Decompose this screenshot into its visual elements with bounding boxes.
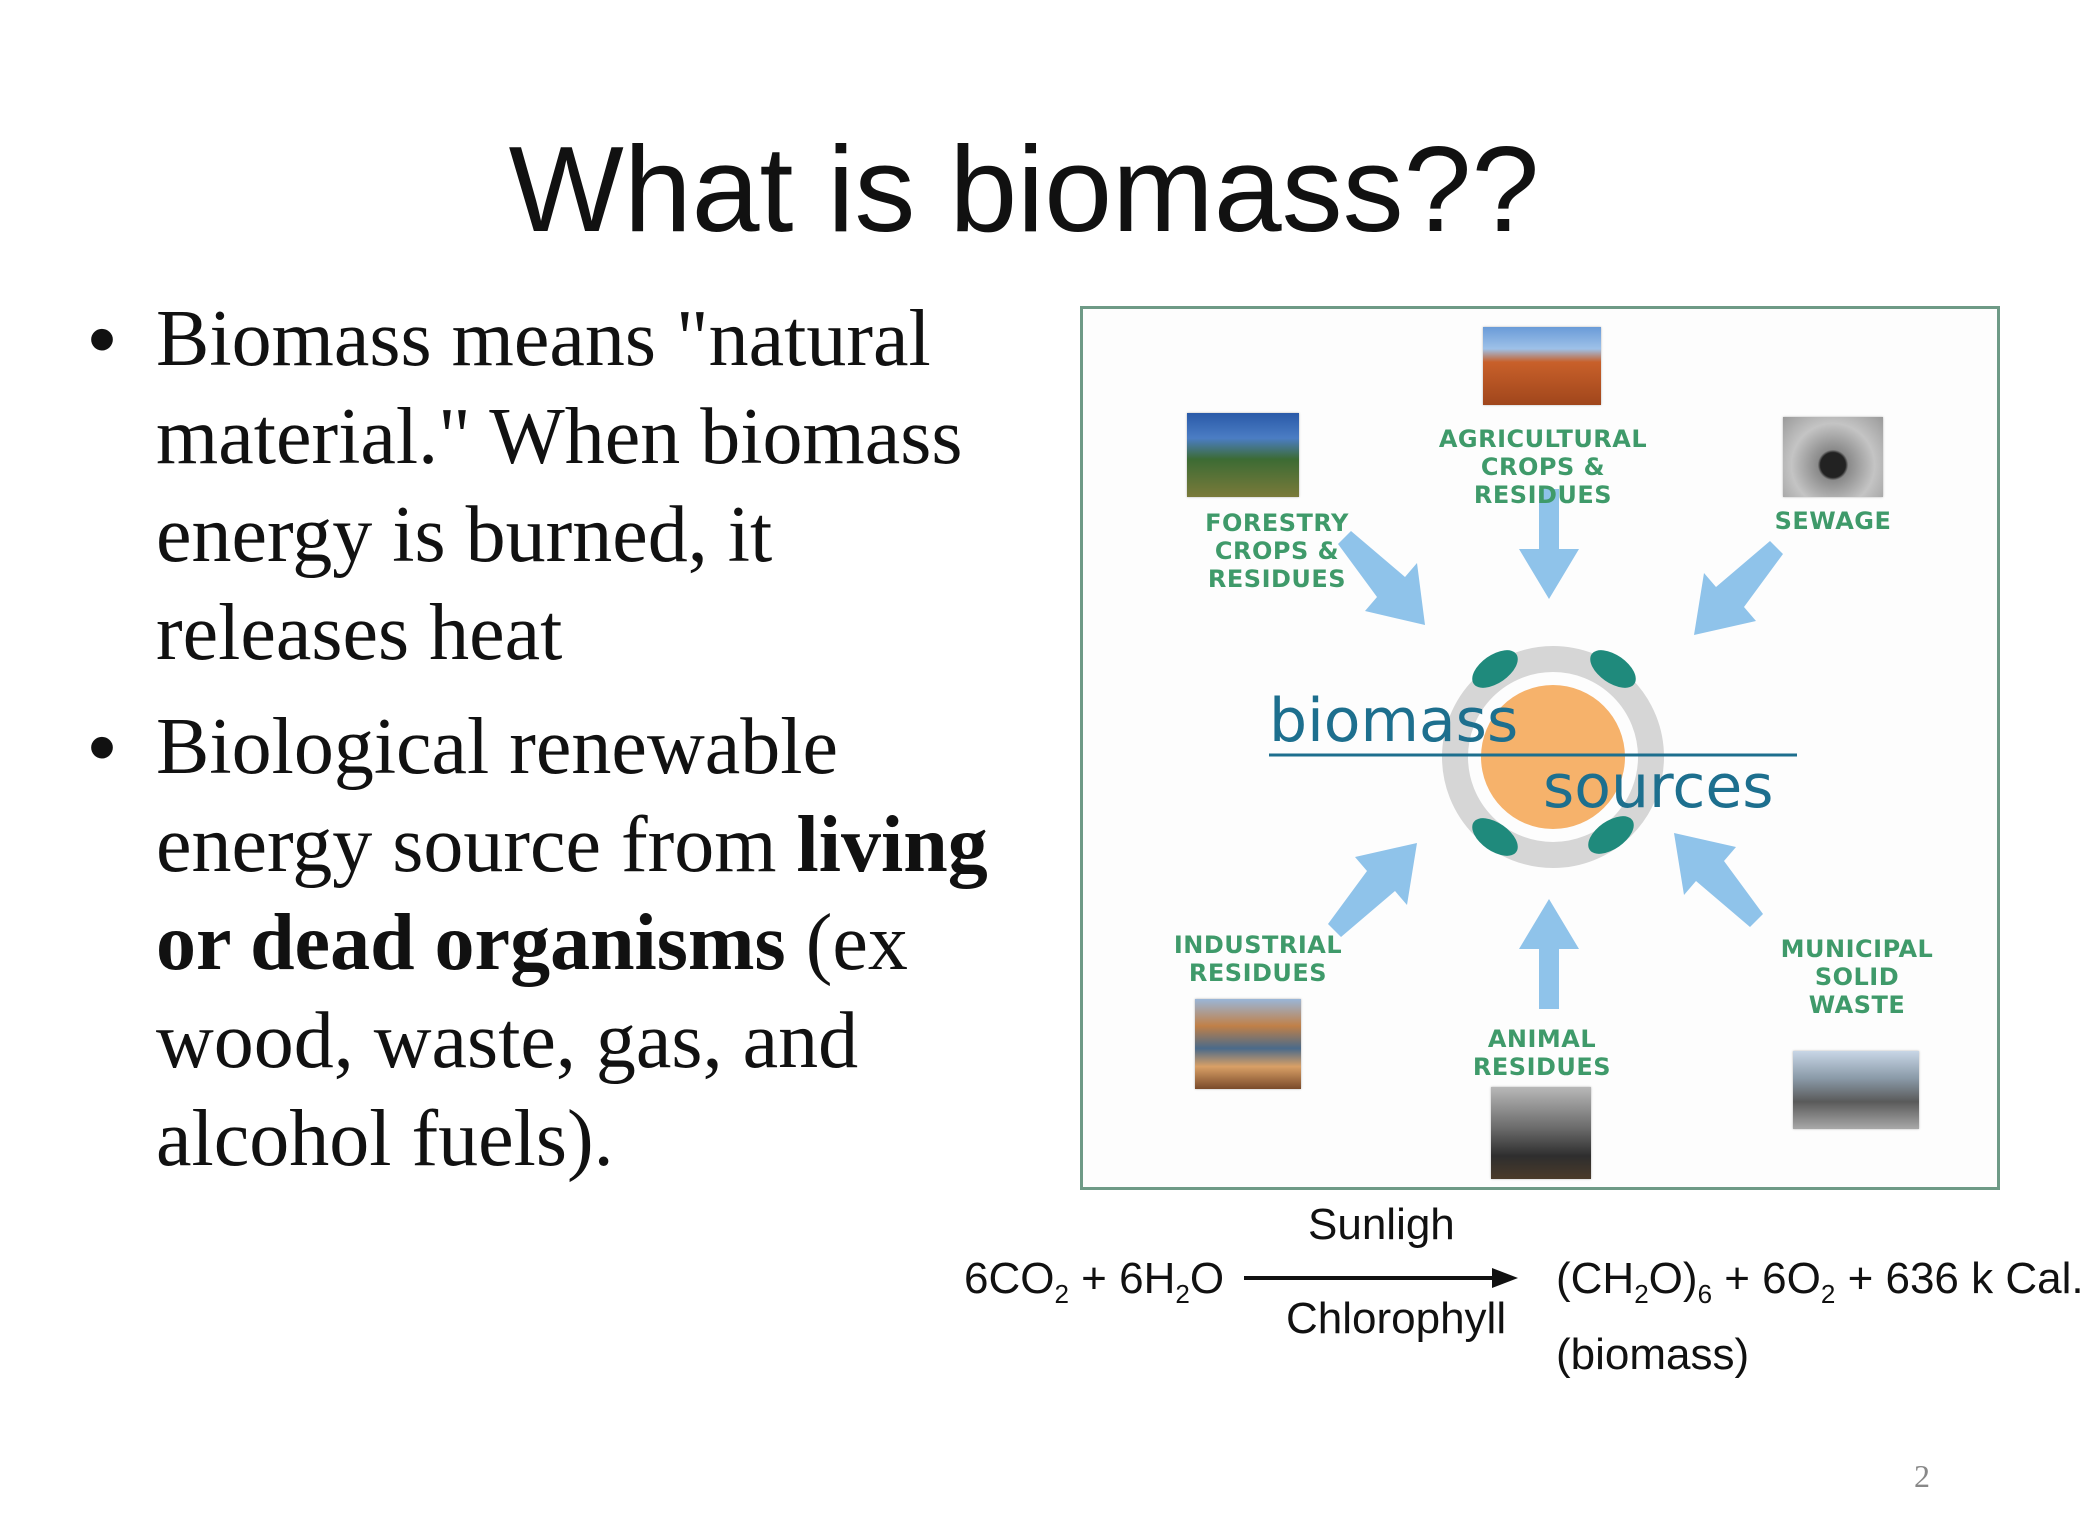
cycle-ring <box>1442 646 1664 868</box>
center-word-biomass: biomass <box>1269 686 1518 756</box>
bullet-text-bold: living or dead organisms <box>156 801 988 987</box>
equation-below-arrow: Chlorophyll <box>1286 1294 1507 1343</box>
label-sewage: SEWAGE <box>1774 507 1892 535</box>
sun-circle <box>1481 685 1625 829</box>
label-industrial: INDUSTRIAL RESIDUES <box>1173 931 1343 987</box>
arrow-animal <box>1519 899 1579 1009</box>
bullet-text: Biomass means "natural material." When b… <box>156 295 963 677</box>
leaf-icon <box>1590 650 1636 688</box>
bullet-dot: • <box>88 294 117 383</box>
agricultural-photo <box>1483 327 1601 405</box>
bullet-text-pre: Biological renewable energy source from <box>156 703 838 889</box>
leaf-icon <box>1472 818 1518 856</box>
arrow-sewage <box>1694 541 1783 635</box>
equation-rhs: (CH2O)6 + 6O2 + 636 k Cal. <box>1556 1254 2084 1309</box>
animal-photo <box>1491 1087 1591 1179</box>
arrow-municipal <box>1674 833 1763 927</box>
source-arrows <box>1328 489 1783 1009</box>
equation-above-arrow: Sunligh <box>1308 1200 1455 1249</box>
slide-title: What is biomass?? <box>508 121 1540 257</box>
biomass-sources-diagram: biomass sources FORESTRY CROPS & RESIDUE… <box>1080 306 2000 1190</box>
page-number: 2 <box>1914 1458 1930 1494</box>
diagram-graphics: biomass sources <box>1269 489 1797 1009</box>
forestry-photo <box>1187 413 1299 497</box>
label-agricultural: AGRICULTURAL CROPS & RESIDUES <box>1438 425 1648 509</box>
leaf-icon <box>1588 816 1634 854</box>
bullet-dot: • <box>88 702 117 791</box>
equation-rhs-note: (biomass) <box>1556 1330 1750 1379</box>
municipal-photo <box>1793 1051 1919 1129</box>
leaf-icon <box>1472 650 1518 688</box>
arrow-forestry <box>1338 531 1425 625</box>
equation-lhs: 6CO2 + 6H2O <box>964 1254 1225 1309</box>
label-animal: ANIMAL RESIDUES <box>1472 1025 1612 1081</box>
bullet-text-post: (ex wood, waste, gas, and alcohol fuels)… <box>156 899 908 1183</box>
reaction-arrow <box>1244 1268 1518 1288</box>
leaf-icons <box>1472 650 1636 856</box>
bullet-item: • Biological renewable energy source fro… <box>88 698 988 1188</box>
arrow-industrial <box>1328 843 1417 937</box>
bullet-item: • Biomass means "natural material." When… <box>88 290 988 682</box>
center-word-sources: sources <box>1543 752 1774 822</box>
label-municipal: MUNICIPAL SOLID WASTE <box>1780 935 1934 1019</box>
bullet-list: • Biomass means "natural material." When… <box>88 290 988 1204</box>
industrial-photo <box>1195 999 1301 1089</box>
label-forestry: FORESTRY CROPS & RESIDUES <box>1205 509 1349 593</box>
arrow-agricultural <box>1519 489 1579 599</box>
sewage-photo <box>1783 417 1883 497</box>
